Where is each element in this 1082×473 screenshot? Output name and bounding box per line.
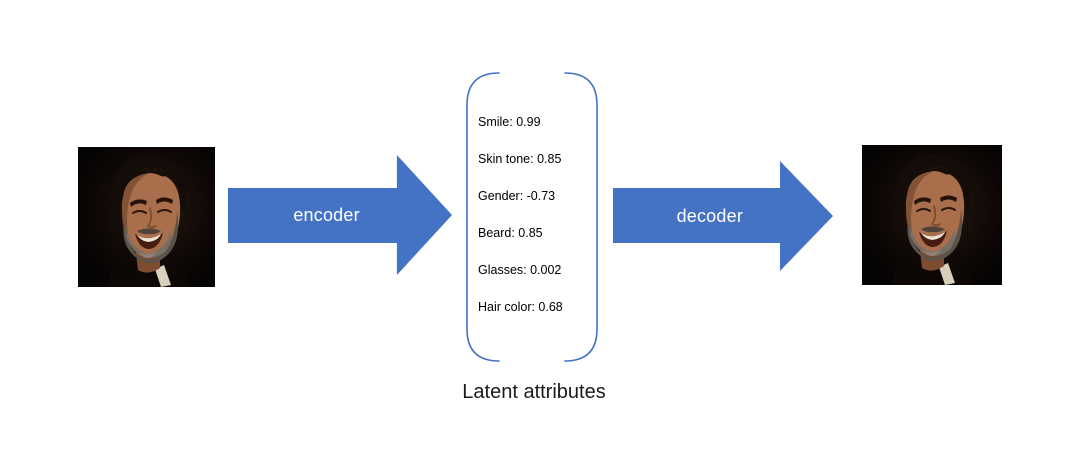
latent-attribute-gender: Gender: -0.73 [478, 189, 556, 203]
input-face-image [78, 147, 215, 287]
decoder-arrow: decoder [613, 161, 833, 271]
latent-bracket-shape [466, 72, 598, 362]
latent-attributes-title: Latent attributes [462, 381, 606, 403]
left-bracket-curve [466, 72, 500, 362]
latent-attribute-smile: Smile: 0.99 [478, 115, 541, 129]
latent-attribute-hair-color: Hair color: 0.68 [478, 300, 563, 314]
output-face-image [862, 145, 1003, 286]
face-photo-illustration [862, 145, 1002, 285]
latent-attribute-beard: Beard: 0.85 [478, 226, 543, 240]
encoder-label: encoder [293, 204, 360, 225]
latent-attributes-list: Smile: 0.99 Skin tone: 0.85 Gender: -0.7… [478, 115, 590, 314]
latent-attribute-glasses: Glasses: 0.002 [478, 263, 562, 277]
latent-attribute-skin-tone: Skin tone: 0.85 [478, 152, 562, 166]
decoder-label: decoder [676, 205, 744, 226]
face-photo-illustration [78, 147, 215, 287]
right-bracket-curve [564, 72, 598, 362]
encoder-arrow: encoder [228, 155, 452, 275]
